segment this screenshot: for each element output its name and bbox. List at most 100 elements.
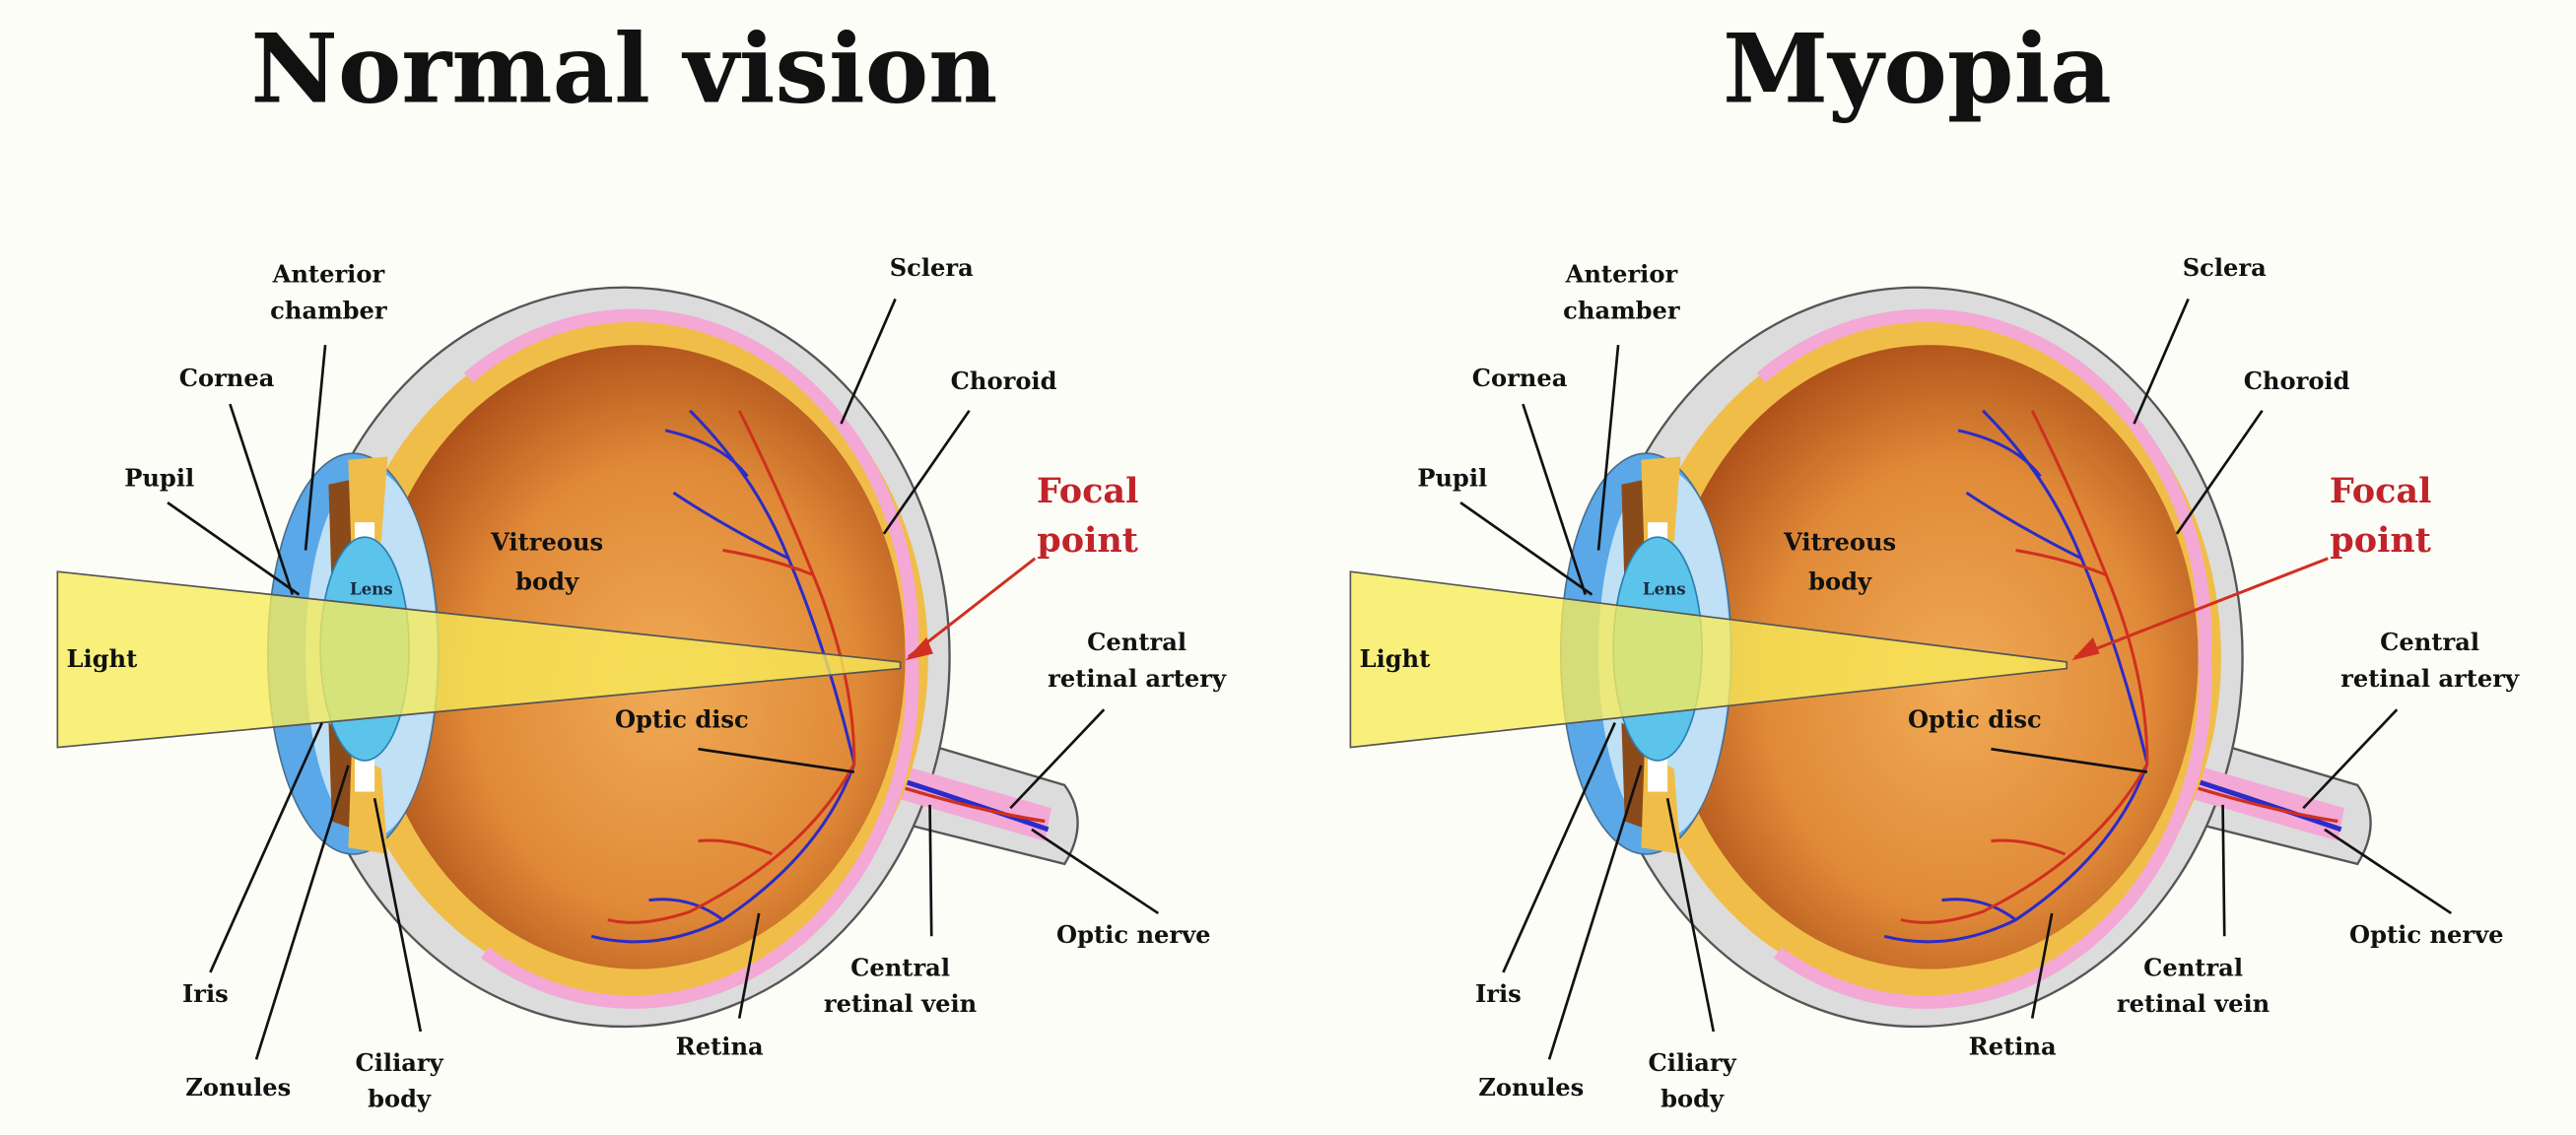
diagram-title: Normal vision xyxy=(250,12,997,124)
central-retinal-artery-label-line: Central xyxy=(1087,628,1186,656)
pupil-leader xyxy=(1459,501,1593,596)
focal-point-label-line: point xyxy=(2330,520,2431,561)
central-retinal-vein-label-line: Central xyxy=(2143,953,2243,981)
light-beam xyxy=(1349,570,2068,749)
anterior-chamber-label-line: Anterior xyxy=(1565,260,1678,289)
retinal-vein xyxy=(689,409,856,765)
optic-nerve-leader xyxy=(1031,828,1160,915)
vitreous-body-label-line: body xyxy=(515,568,579,596)
zonules-leader xyxy=(254,765,350,1060)
light-beam xyxy=(56,570,902,749)
lens-label: Lens xyxy=(1643,579,1686,599)
zonule-lower xyxy=(1648,759,1668,792)
choroid-label: Choroid xyxy=(951,367,1057,395)
optic-nerve-label: Optic nerve xyxy=(2349,920,2503,949)
central-retinal-vein-label-line: retinal vein xyxy=(2117,989,2271,1018)
focal-point-label-line: Focal xyxy=(2330,471,2432,511)
arrowhead-icon xyxy=(2071,636,2100,661)
retinal-artery xyxy=(722,549,814,576)
ciliary-body-label: Ciliary body xyxy=(356,1048,444,1113)
iris-leader xyxy=(209,722,323,973)
focal-point-arrow xyxy=(2073,557,2329,659)
retinal-artery xyxy=(607,763,856,924)
arrowhead-icon xyxy=(905,636,933,661)
choroid-leader xyxy=(882,410,971,535)
vitreous-body-label-line: body xyxy=(1808,568,1872,596)
cornea-label: Cornea xyxy=(179,364,275,392)
light-label: Light xyxy=(1359,644,1431,673)
retinal-vein xyxy=(1883,763,2149,944)
pupil-label: Pupil xyxy=(124,463,194,492)
focal-point-label-line: Focal xyxy=(1037,471,1139,511)
ciliary-body-label-line: body xyxy=(1661,1085,1725,1113)
vitreous-body-label: Vitreous body xyxy=(1783,527,1896,595)
central-retinal-vein-leader xyxy=(928,804,933,937)
ciliary-body-label-line: body xyxy=(368,1085,432,1113)
central-retinal-vein-leader xyxy=(2221,804,2226,937)
retinal-vein xyxy=(590,763,856,944)
sclera-label: Sclera xyxy=(2183,253,2267,282)
pupil-leader xyxy=(167,501,301,596)
central-retinal-artery-label: Central retinal artery xyxy=(1048,628,1227,693)
vitreous-body-label-line: Vitreous xyxy=(1783,527,1896,556)
retina-layer xyxy=(1756,308,2212,1009)
optic-disc-label: Optic disc xyxy=(1908,705,2042,734)
diagram-title: Myopia xyxy=(1723,12,2112,124)
retina-label: Retina xyxy=(1969,1032,2057,1060)
ciliary-body-label-line: Ciliary xyxy=(356,1048,444,1077)
cornea-label: Cornea xyxy=(1472,364,1568,392)
retinal-vein xyxy=(1982,409,2149,765)
retinal-vein xyxy=(672,491,789,561)
central-retinal-vein-label: Central retinal vein xyxy=(824,953,978,1018)
retinal-artery xyxy=(737,410,856,765)
ciliary-body-label-line: Ciliary xyxy=(1649,1048,1737,1077)
zonules-leader xyxy=(1547,765,1643,1060)
pupil-label: Pupil xyxy=(1417,463,1487,492)
sclera-leader xyxy=(840,298,897,425)
ciliary-body-leader xyxy=(373,797,423,1033)
focal-point-arrow xyxy=(907,557,1037,659)
focal-point-label-line: point xyxy=(1037,520,1138,561)
retina-leader xyxy=(737,912,761,1019)
anterior-chamber-leader xyxy=(304,344,327,551)
retinal-vein xyxy=(1965,491,2082,561)
central-retinal-artery-leader xyxy=(2302,708,2399,810)
retinal-artery xyxy=(1900,763,2149,924)
central-retinal-artery-label: Central retinal artery xyxy=(2340,628,2520,693)
central-retinal-vein-label-line: retinal vein xyxy=(824,989,978,1018)
central-retinal-artery-leader xyxy=(1009,708,1106,810)
light-label: Light xyxy=(66,644,138,673)
lens-label: Lens xyxy=(350,579,393,599)
vitreous-body-label-line: Vitreous xyxy=(490,527,603,556)
sclera-label: Sclera xyxy=(890,253,974,282)
optic-nerve-label: Optic nerve xyxy=(1056,920,1210,949)
central-retinal-artery-label-line: retinal artery xyxy=(1048,664,1227,693)
retinal-vein xyxy=(1957,429,2042,478)
retinal-artery xyxy=(1991,838,2067,856)
retinal-artery xyxy=(698,838,774,856)
cornea-leader xyxy=(229,403,295,595)
choroid-leader xyxy=(2175,410,2264,535)
iris-label: Iris xyxy=(182,979,229,1008)
anterior-chamber-label-line: chamber xyxy=(270,296,387,324)
retina-label: Retina xyxy=(676,1032,764,1060)
focal-point-label: Focal point xyxy=(2330,471,2432,561)
central-retinal-artery-label-line: Central xyxy=(2380,628,2479,656)
anterior-chamber-label-line: Anterior xyxy=(272,260,385,289)
sclera-leader xyxy=(2133,298,2190,425)
optic-nerve-leader xyxy=(2324,828,2453,915)
anterior-chamber-leader xyxy=(1596,344,1620,551)
retina-leader xyxy=(2030,912,2054,1019)
retinal-artery xyxy=(2015,549,2107,576)
central-retinal-vein-label-line: Central xyxy=(850,953,950,981)
cornea-leader xyxy=(1522,403,1588,595)
central-retinal-artery-label-line: retinal artery xyxy=(2340,664,2520,693)
optic-disc-label: Optic disc xyxy=(615,705,749,734)
iris-label: Iris xyxy=(1475,979,1522,1008)
ciliary-body-leader xyxy=(1665,797,1716,1033)
retinal-vein xyxy=(648,898,724,921)
central-retinal-vein-label: Central retinal vein xyxy=(2117,953,2271,1018)
